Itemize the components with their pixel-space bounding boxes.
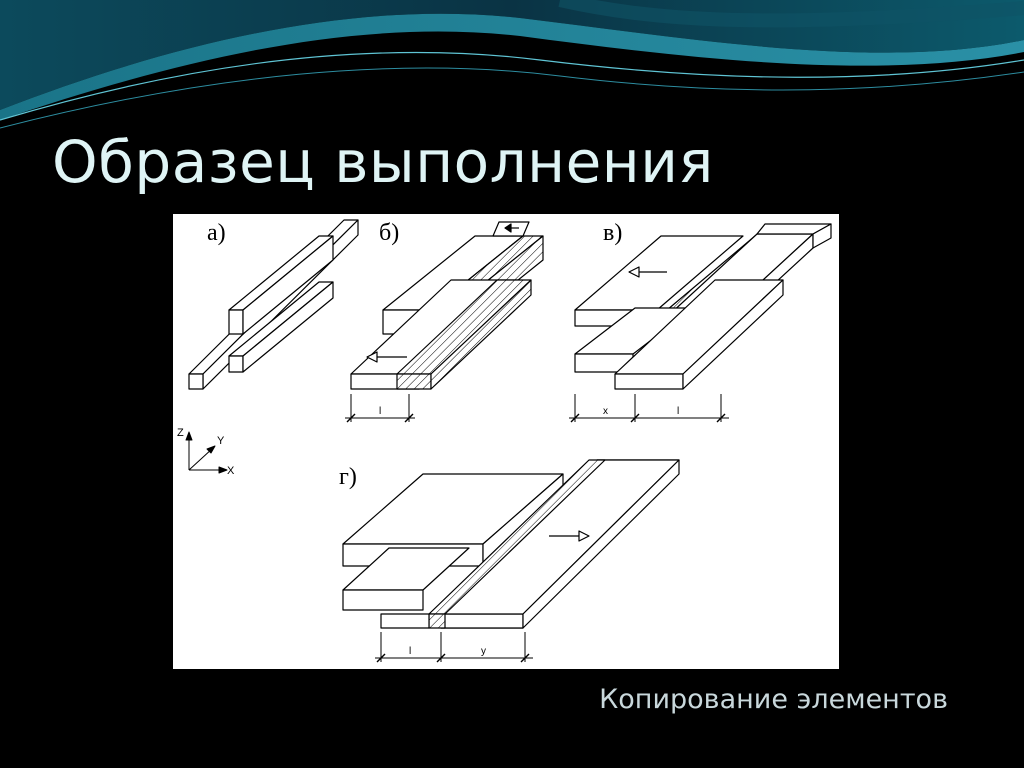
- slide-subtitle: Копирование элементов: [599, 684, 948, 715]
- drawing-canvas: а) б) в) г) l x l l y Z Y X: [177, 219, 832, 663]
- dim-g-y: y: [481, 646, 486, 657]
- technical-drawing-figure: а) б) в) г) l x l l y Z Y X: [173, 214, 839, 669]
- part-v-drawing: [569, 223, 832, 423]
- label-v: в): [603, 220, 622, 246]
- dim-g-l: l: [409, 646, 411, 657]
- label-g: г): [339, 464, 357, 490]
- label-b: б): [379, 220, 399, 246]
- dim-v-x: x: [603, 406, 608, 417]
- dim-b-l: l: [379, 406, 381, 417]
- dim-v-l: l: [677, 406, 679, 417]
- header-wave-decoration: [0, 0, 1024, 129]
- part-b-drawing: [345, 221, 544, 423]
- label-a: а): [207, 220, 226, 246]
- part-a-drawing: [188, 219, 359, 390]
- axis-z-label: Z: [177, 427, 184, 439]
- axis-x-label: X: [227, 465, 235, 477]
- axes-indicator: [185, 431, 228, 474]
- axis-y-label: Y: [217, 435, 225, 447]
- part-g-drawing: [342, 459, 680, 663]
- slide-title: Образец выполнения: [52, 128, 714, 196]
